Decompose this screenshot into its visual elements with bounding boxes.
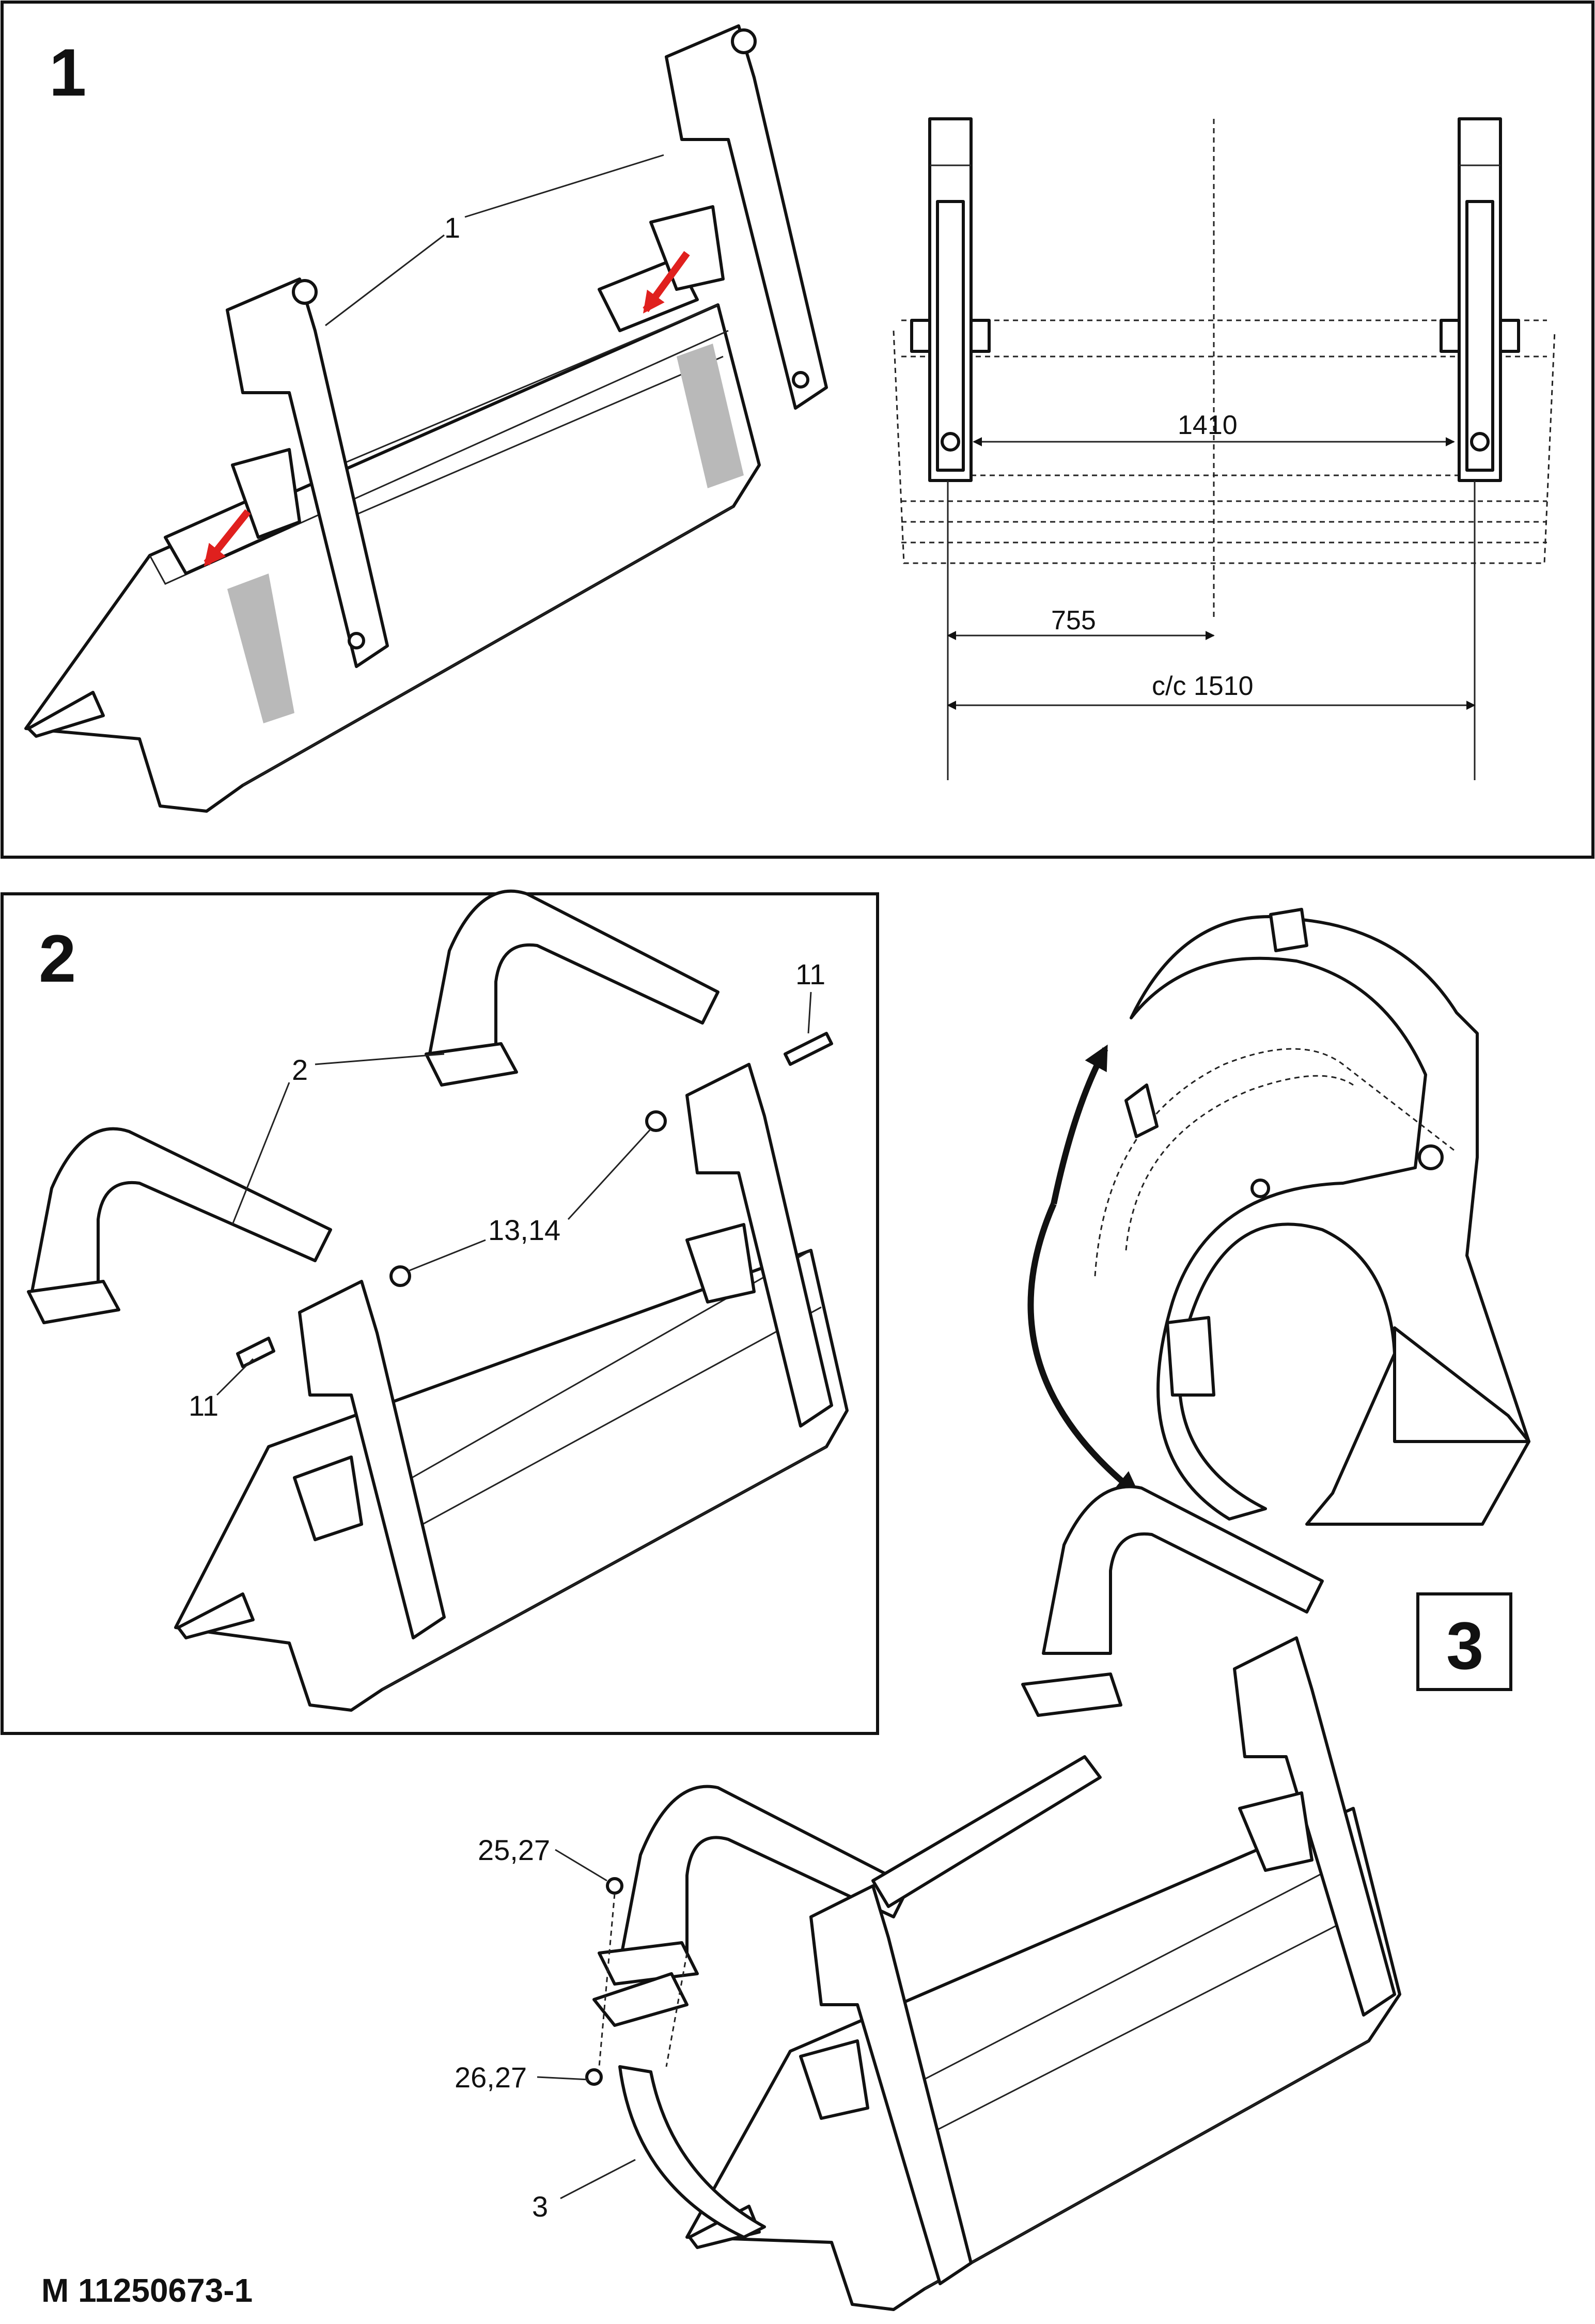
panel-2-bucket-illustration [27,889,849,1712]
dimension-1410: 1410 [1178,410,1238,440]
bolt-25-27-callout: 25,27 [478,1834,550,1866]
panel-3-grapple-bucket-illustration [585,1485,1401,2311]
panel-2-frame [1,892,879,1735]
part-3-callout: 3 [532,2190,548,2223]
bolt-11-top-callout: 11 [795,958,825,990]
panel-1-bucket-illustration [24,24,828,813]
part-1-callout: 1 [444,211,460,244]
drawing-number: M 11250673-1 [41,2272,253,2309]
bolt-25-27-leader [555,1849,607,1882]
bolt-11-left-callout: 11 [189,1389,218,1422]
step-2-number: 2 [39,921,76,996]
bolt-26-27-callout: 26,27 [455,2061,527,2094]
part-2-leader-left [231,1082,290,1225]
panel-1-frame [1,1,1594,859]
step-3-box [1416,1592,1512,1691]
bolt-11-left-leader [216,1358,254,1396]
dimension-755: 755 [1051,606,1096,636]
dimension-cc-1510: c/c 1510 [1152,671,1254,701]
part-1-leader-right [464,154,664,218]
part-3-leader [560,2159,636,2199]
front-view-drawing [893,117,1556,780]
washer-13-14-leader [567,1128,652,1220]
part-2-callout: 2 [292,1053,308,1086]
grapple-motion-illustration [1027,908,1530,1526]
step-3-number: 3 [1446,1608,1483,1683]
bolt-11-top-leader [807,991,812,1034]
step-1-number: 1 [49,35,86,110]
washer-13-14-callout: 13,14 [488,1214,560,1246]
part-2-leader-right [315,1053,445,1065]
part-1-leader-left [325,234,445,327]
washer-13-14-leader-2 [408,1239,486,1272]
bolt-26-27-leader [537,2076,589,2081]
